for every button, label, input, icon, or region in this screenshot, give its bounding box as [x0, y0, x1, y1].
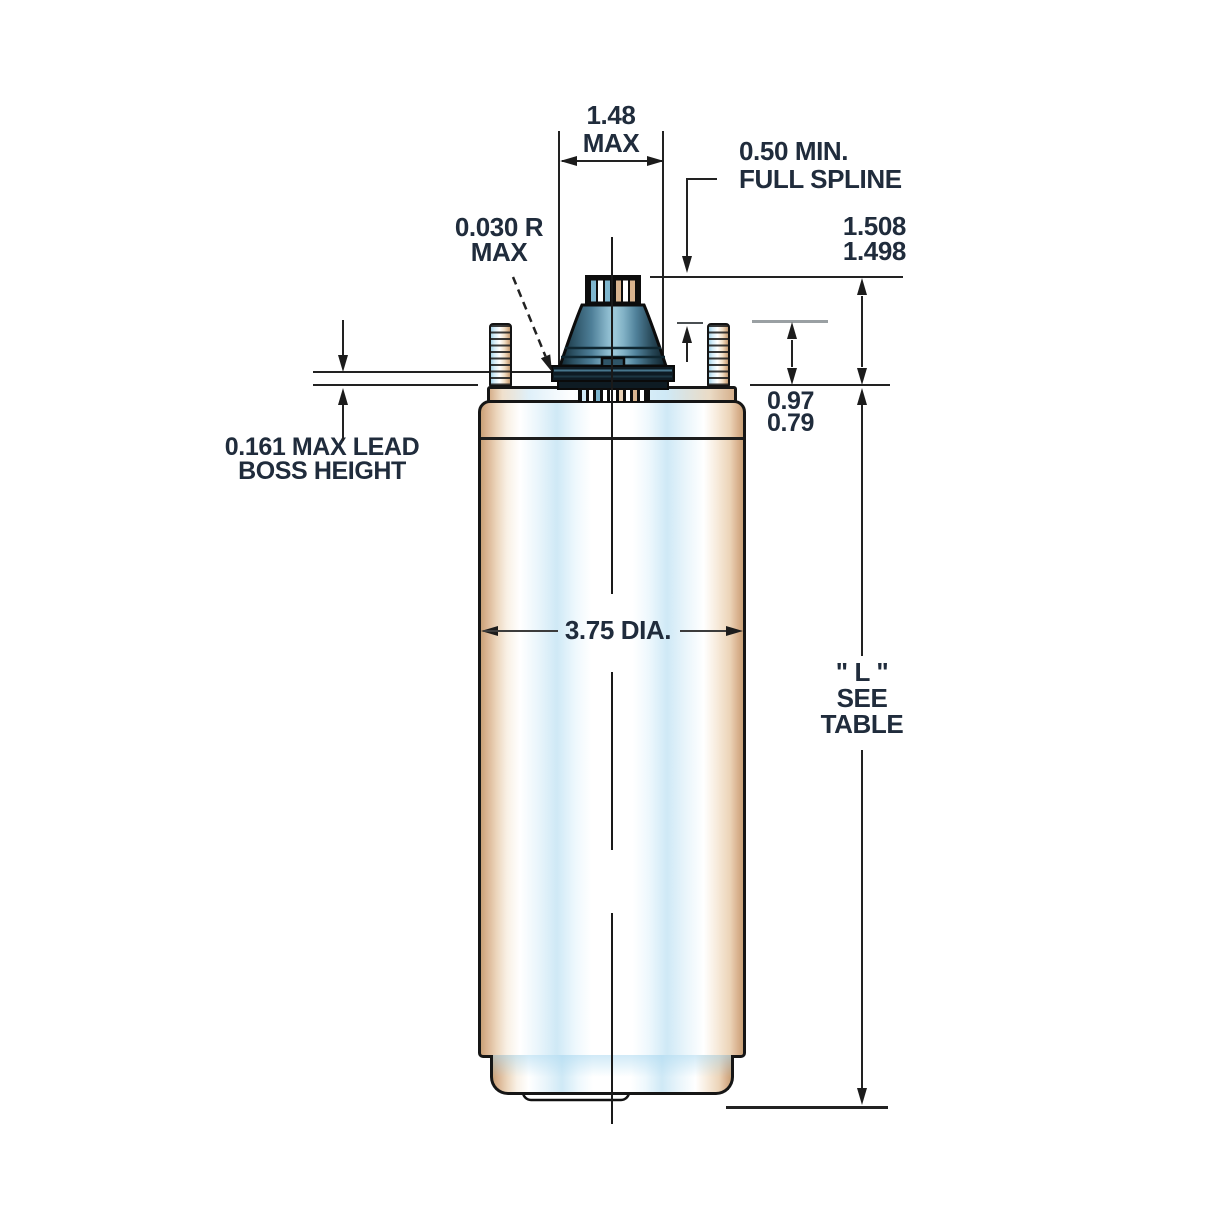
leader-line-horizontal	[688, 178, 717, 180]
coupling-cone	[557, 303, 669, 368]
top-surface-extension-line	[750, 384, 890, 386]
arrowhead-up	[856, 278, 867, 295]
arrow-tail	[342, 405, 344, 441]
dim-shoulder-line	[791, 340, 793, 367]
spline-depth-mark-line	[677, 322, 703, 324]
dim-shaft-width-line	[562, 160, 662, 162]
shaft-spline-assembly	[551, 275, 675, 402]
centerline-segment	[611, 237, 613, 594]
lead-boss-top-line	[313, 371, 551, 373]
dim-length-label: " L " SEE TABLE	[820, 657, 904, 739]
shaft-top-extension-line	[650, 276, 903, 278]
mounting-stud-left	[489, 323, 512, 387]
dim-shoulder-label: 0.97 0.79	[767, 387, 815, 437]
arrowhead-down	[856, 1088, 867, 1105]
dim-length-line-lower	[861, 750, 863, 1088]
arrowhead-down	[786, 368, 797, 385]
arrowhead-diagonal	[540, 354, 552, 372]
arrowhead-up	[786, 322, 797, 339]
arrowhead-right	[647, 155, 664, 166]
arrowhead-up	[337, 388, 348, 405]
bottom-reference-line	[726, 1106, 888, 1109]
mounting-stud-right	[707, 323, 730, 387]
arrowhead-down	[337, 355, 348, 372]
leader-line-vertical	[686, 178, 688, 256]
arrowhead-down	[681, 256, 692, 273]
dim-shaft-ext-line	[861, 296, 863, 367]
centerline-segment	[611, 672, 613, 850]
dashed-leader-0030r	[511, 276, 552, 372]
dim-diameter-label: 3.75 DIA.	[564, 615, 672, 645]
shoulder-reference-line	[752, 320, 828, 323]
extension-line-right	[662, 131, 664, 362]
spline-shaft-end	[585, 275, 641, 304]
arrowhead-right	[726, 625, 743, 636]
centerline-segment	[611, 913, 613, 1124]
dim-diameter-line	[484, 630, 558, 632]
spline-below-surface	[578, 388, 650, 402]
dim-diameter-line	[680, 630, 726, 632]
extension-line-left	[558, 131, 560, 370]
arrowhead-left	[560, 155, 577, 166]
dim-shaft-ext-label: 1.508 1.498	[842, 211, 906, 266]
arrow-tail	[342, 320, 344, 355]
dim-full-spline-label: 0.50 MIN. FULL SPLINE	[739, 136, 902, 194]
dim-lead-boss-label: 0.161 MAX LEAD BOSS HEIGHT	[224, 433, 420, 485]
arrowhead-up	[681, 326, 692, 343]
arrow-tail	[686, 343, 688, 362]
end-bell-surface-line	[313, 384, 478, 386]
arrowhead-up	[856, 388, 867, 405]
dim-shaft-width-label: 1.48 MAX	[582, 100, 640, 158]
dim-length-line-upper	[861, 405, 863, 656]
arrowhead-down	[856, 368, 867, 385]
dim-fillet-radius-label: 0.030 R MAX	[454, 212, 544, 267]
